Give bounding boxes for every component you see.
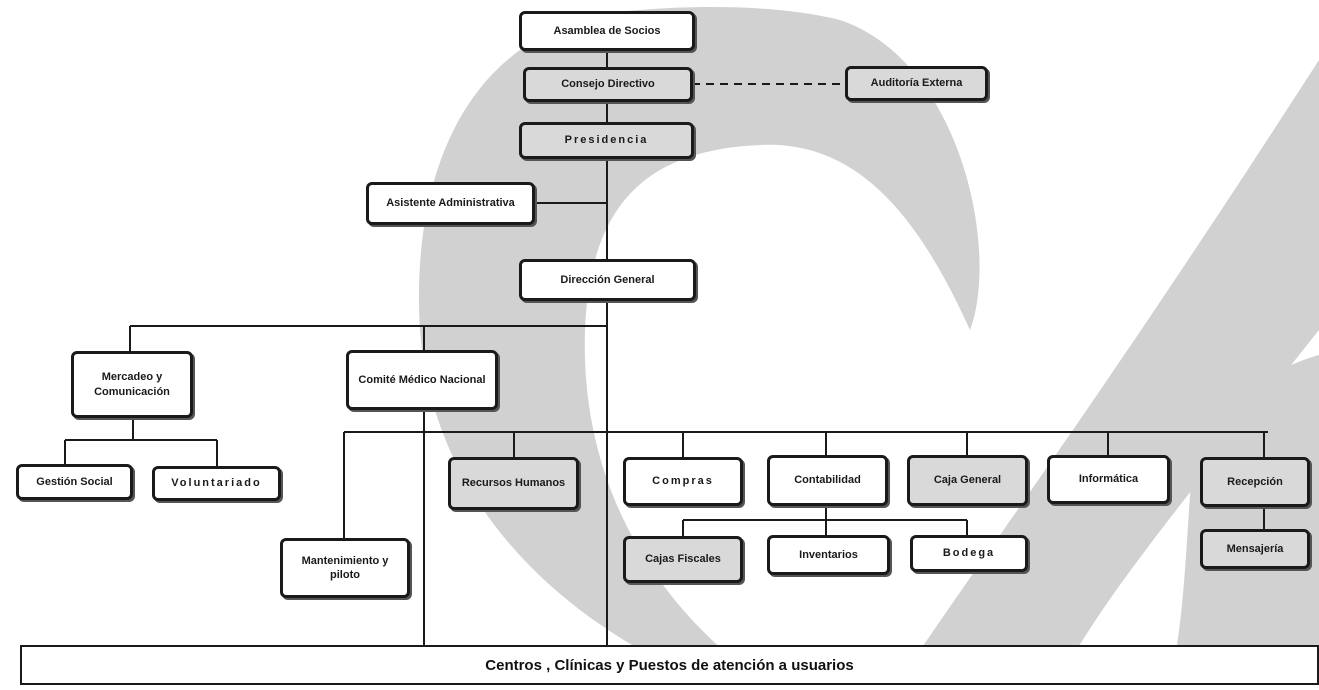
node-mantenimiento-y-piloto: Mantenimiento y piloto xyxy=(280,538,410,598)
node-centros-clinicas-puestos: Centros , Clínicas y Puestos de atención… xyxy=(20,645,1319,685)
node-label: Cajas Fiscales xyxy=(645,553,721,566)
node-label: Asistente Administrativa xyxy=(386,197,515,210)
node-label: Auditoría Externa xyxy=(870,77,963,90)
node-direccion-general: Dirección General xyxy=(519,259,696,301)
node-label: Inventarios xyxy=(799,548,858,561)
node-label: Mantenimiento y piloto xyxy=(301,554,389,581)
node-label: Asamblea de Socios xyxy=(553,24,661,37)
node-comite-medico-nacional: Comité Médico Nacional xyxy=(346,350,498,410)
node-voluntariado: Voluntariado xyxy=(152,466,281,501)
node-label: Centros , Clínicas y Puestos de atención… xyxy=(485,656,854,674)
node-asistente-administrativa: Asistente Administrativa xyxy=(366,182,535,225)
node-label: Compras xyxy=(652,475,714,488)
node-cajas-fiscales: Cajas Fiscales xyxy=(623,536,743,583)
node-asamblea-de-socios: Asamblea de Socios xyxy=(519,11,695,51)
connector-lines xyxy=(64,50,1268,645)
node-label: Recursos Humanos xyxy=(461,477,566,490)
watermark-logo xyxy=(418,7,1319,680)
node-auditoria-externa: Auditoría Externa xyxy=(845,66,988,101)
node-compras: Compras xyxy=(623,457,743,506)
node-label: Contabilidad xyxy=(794,474,861,487)
node-recursos-humanos: Recursos Humanos xyxy=(448,457,579,510)
node-label: Mensajería xyxy=(1226,542,1284,555)
node-label: Recepción xyxy=(1227,475,1283,488)
node-informatica: Informática xyxy=(1047,455,1170,504)
node-mensajeria: Mensajería xyxy=(1200,529,1310,569)
node-label: Informática xyxy=(1078,473,1139,486)
node-label: Caja General xyxy=(933,474,1002,487)
node-label: Voluntariado xyxy=(171,477,262,490)
node-recepcion: Recepción xyxy=(1200,457,1310,507)
node-label: Dirección General xyxy=(560,273,655,286)
node-label: Presidencia xyxy=(564,134,649,147)
node-label: Consejo Directivo xyxy=(561,78,655,91)
node-label: Comité Médico Nacional xyxy=(358,373,486,386)
node-consejo-directivo: Consejo Directivo xyxy=(523,67,693,102)
node-contabilidad: Contabilidad xyxy=(767,455,888,506)
node-label: Mercadeo y Comunicación xyxy=(94,371,170,398)
node-label: Gestión Social xyxy=(36,475,113,488)
node-bodega: Bodega xyxy=(910,535,1028,572)
node-caja-general: Caja General xyxy=(907,455,1028,506)
node-presidencia: Presidencia xyxy=(519,122,694,159)
node-mercadeo-y-comunicacion: Mercadeo y Comunicación xyxy=(71,351,193,418)
node-inventarios: Inventarios xyxy=(767,535,890,575)
node-label: Bodega xyxy=(942,547,996,560)
node-gestion-social: Gestión Social xyxy=(16,464,133,500)
